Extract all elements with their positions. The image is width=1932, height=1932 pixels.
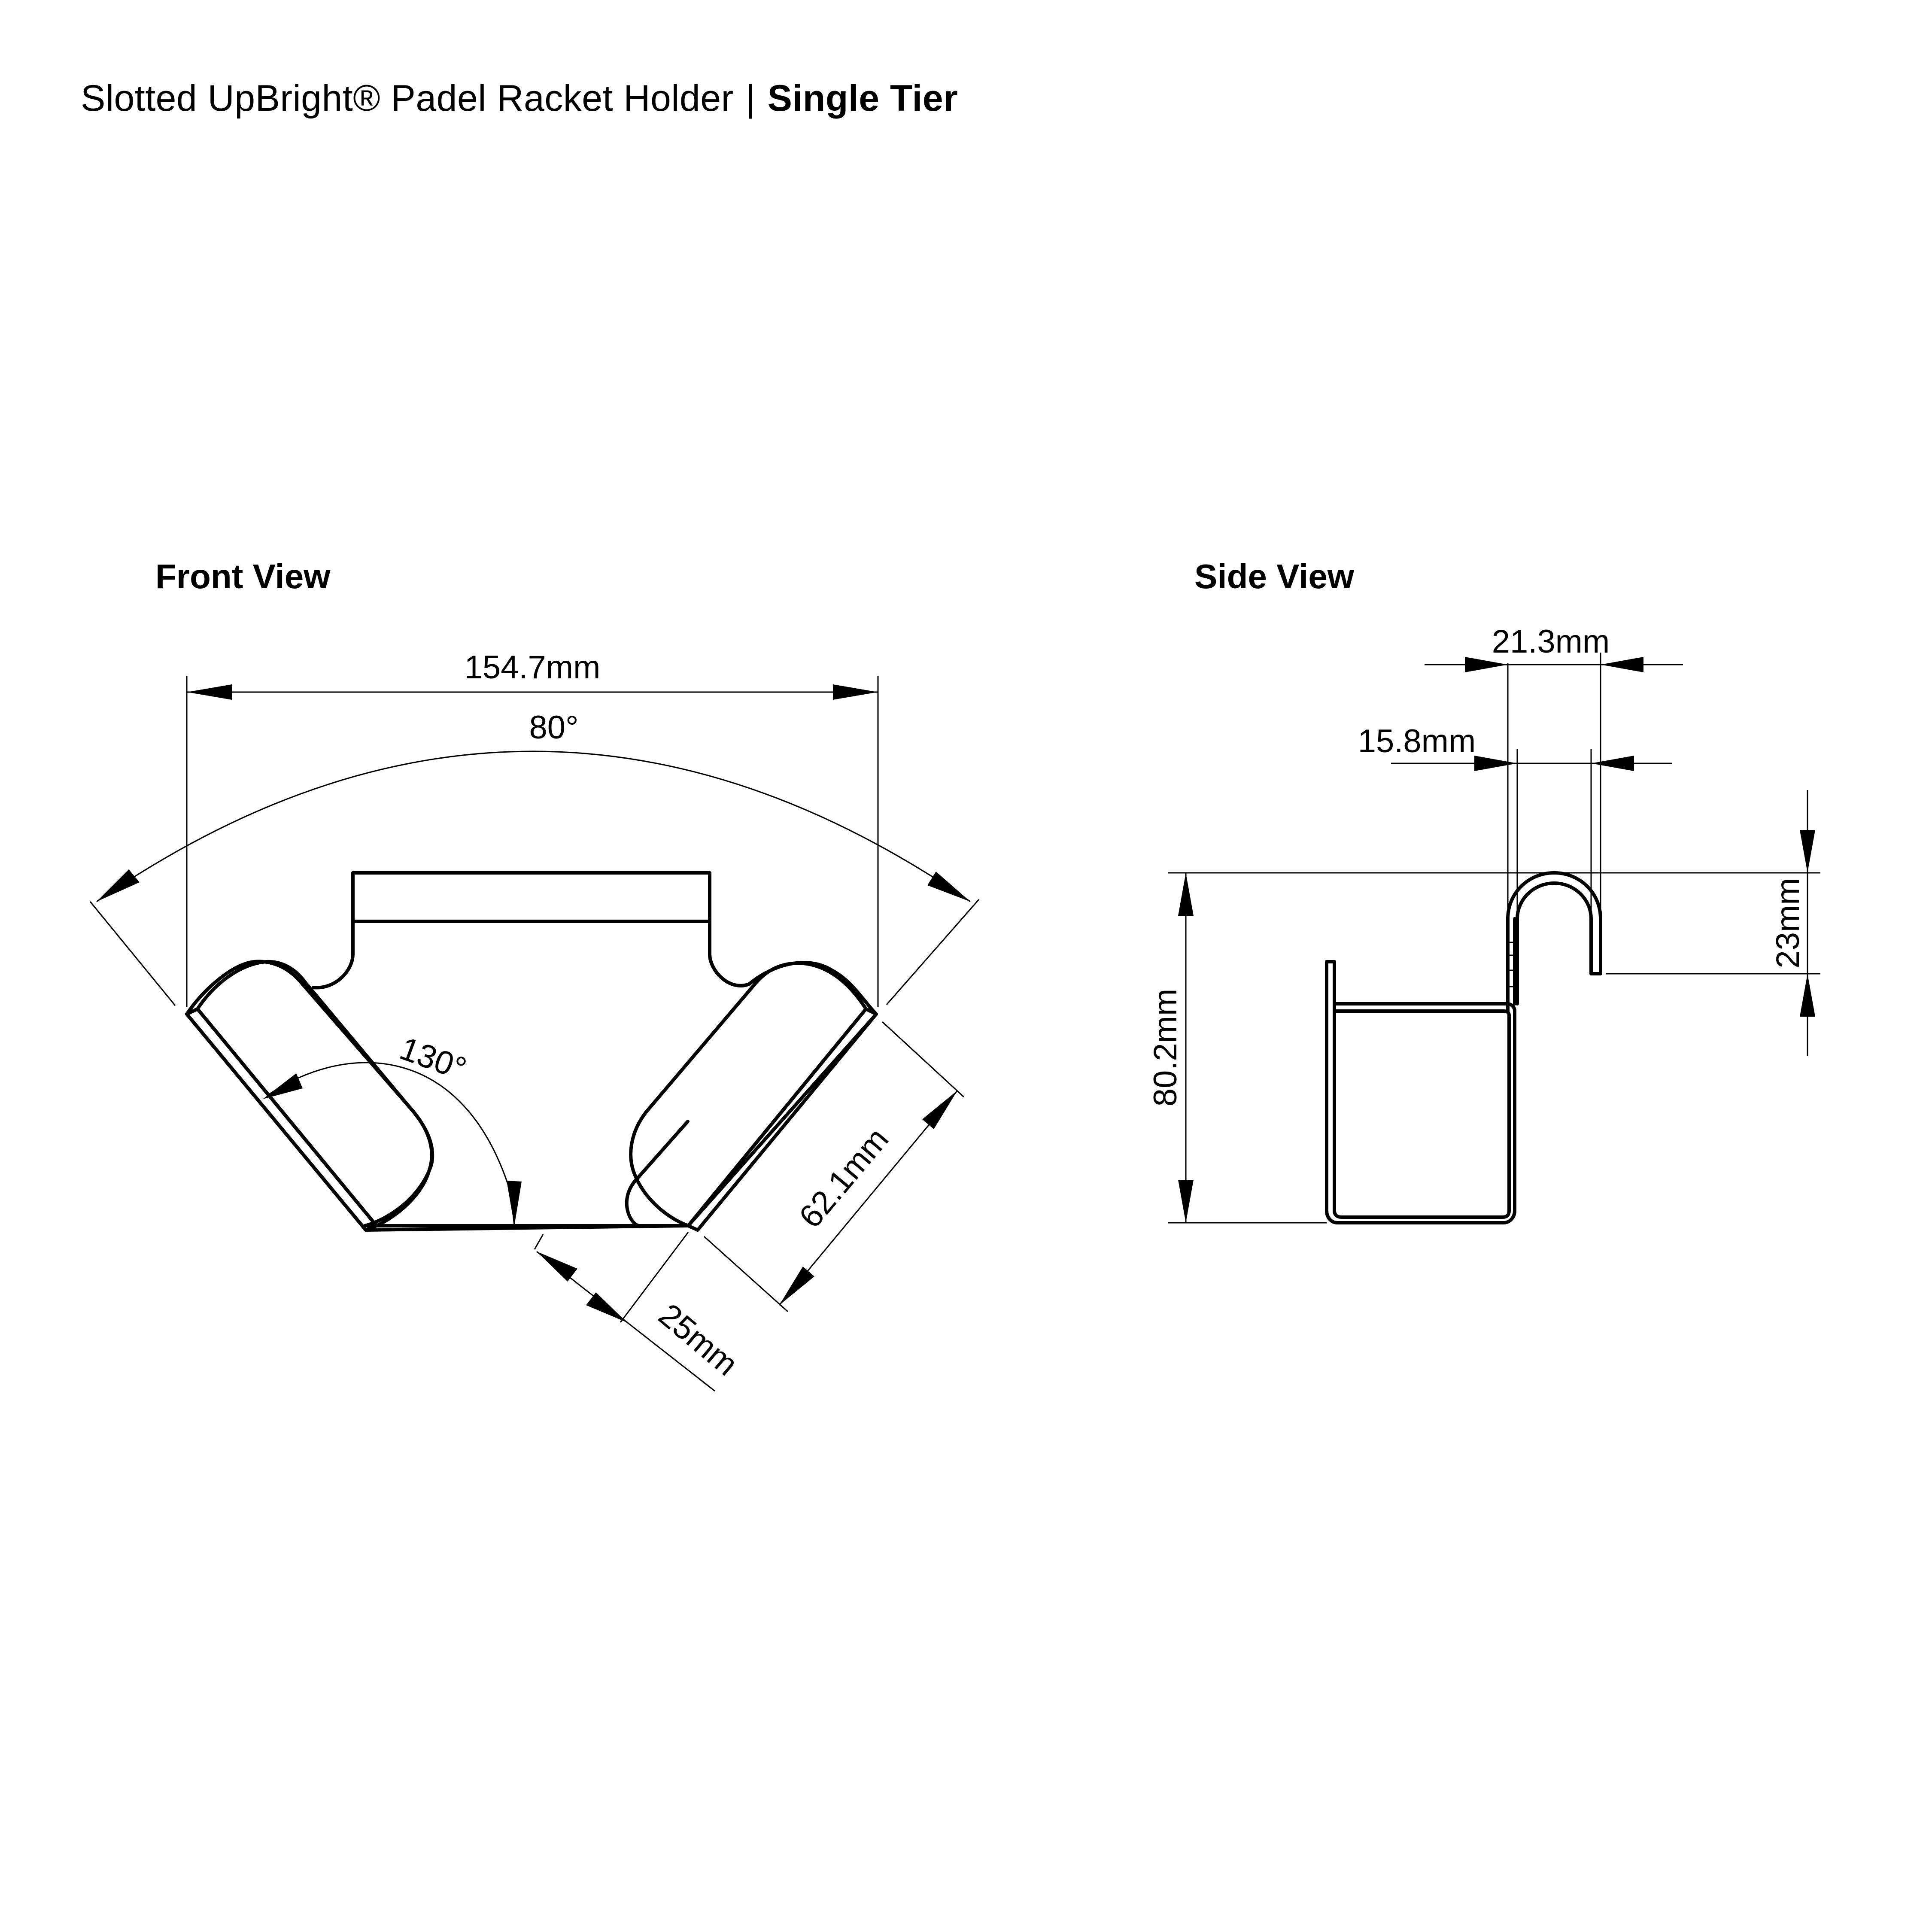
angle-extension-right xyxy=(886,899,980,1005)
hook-depth-arrow-bottom xyxy=(1800,974,1815,1017)
angle-extension-left xyxy=(89,901,176,1006)
slot-length-extension-top xyxy=(881,1021,965,1098)
slot-width-label: 25mm xyxy=(652,1297,744,1383)
height-arrow-bottom xyxy=(1178,1180,1194,1223)
outer-width-arrow-left xyxy=(1465,657,1508,672)
slot-width-arrow-right xyxy=(586,1292,627,1322)
left-slot xyxy=(196,960,434,1227)
hook-depth-arrow-top xyxy=(1800,830,1815,873)
right-slot xyxy=(629,961,868,1227)
slot-length-arrow-top xyxy=(922,1091,957,1129)
tray-outline xyxy=(1325,960,1516,1224)
side-view: Side View 21.3mm 15.8mm 80.2mm xyxy=(1147,557,1820,1224)
side-view-label: Side View xyxy=(1194,557,1355,595)
inner-angle-arrow-bottom xyxy=(507,1181,522,1226)
inner-width-arrow-left xyxy=(1474,756,1517,771)
slot-width-extension-left xyxy=(534,1234,544,1250)
slot-length-dimension-line xyxy=(778,1090,958,1306)
spread-arrow-left xyxy=(97,869,140,902)
width-arrow-right xyxy=(833,684,878,700)
variant-name: Single Tier xyxy=(767,78,958,119)
title-separator: | xyxy=(745,78,756,119)
holder-body-outline xyxy=(185,871,878,1232)
height-arrow-top xyxy=(1178,873,1194,916)
slot-length-extension-bottom xyxy=(703,1236,789,1312)
front-view-label: Front View xyxy=(155,557,331,595)
inner-width-label: 15.8mm xyxy=(1358,723,1476,759)
left-arm xyxy=(185,1007,378,1232)
outer-width-label: 21.3mm xyxy=(1492,623,1610,660)
front-view: Front View 154.7mm 80° xyxy=(89,557,980,1392)
width-arrow-left xyxy=(187,684,232,700)
width-dimension-label: 154.7mm xyxy=(465,649,601,686)
inner-angle-label: 130° xyxy=(395,1030,471,1088)
inner-width-arrow-right xyxy=(1591,756,1634,771)
spread-angle-label: 80° xyxy=(529,709,579,746)
slot-width-extension-right xyxy=(620,1232,689,1323)
page-title: Slotted UpBright® Padel Racket Holder | Si… xyxy=(81,77,958,120)
inner-angle-arrow-left xyxy=(263,1073,303,1099)
spread-arrow-right xyxy=(927,872,970,902)
top-mounting-bar xyxy=(351,871,711,923)
right-shoulder xyxy=(708,920,751,987)
product-name: Slotted UpBright® Padel Racket Holder xyxy=(81,78,734,119)
slot-length-arrow-bottom xyxy=(779,1267,814,1305)
inner-angle-arc xyxy=(268,1062,515,1226)
spread-angle-arc xyxy=(96,750,971,902)
hook-outer xyxy=(1506,871,1602,1005)
tray-inner-wall xyxy=(1333,960,1511,1219)
slot-length-label: 62.1mm xyxy=(792,1121,896,1235)
hook-depth-label: 23mm xyxy=(1770,878,1806,968)
height-label: 80.2mm xyxy=(1147,989,1184,1107)
outer-width-arrow-right xyxy=(1601,657,1643,672)
slot-width-arrow-left xyxy=(537,1252,577,1282)
left-shoulder xyxy=(312,920,355,990)
left-arm-inner-edge xyxy=(185,1007,199,1016)
